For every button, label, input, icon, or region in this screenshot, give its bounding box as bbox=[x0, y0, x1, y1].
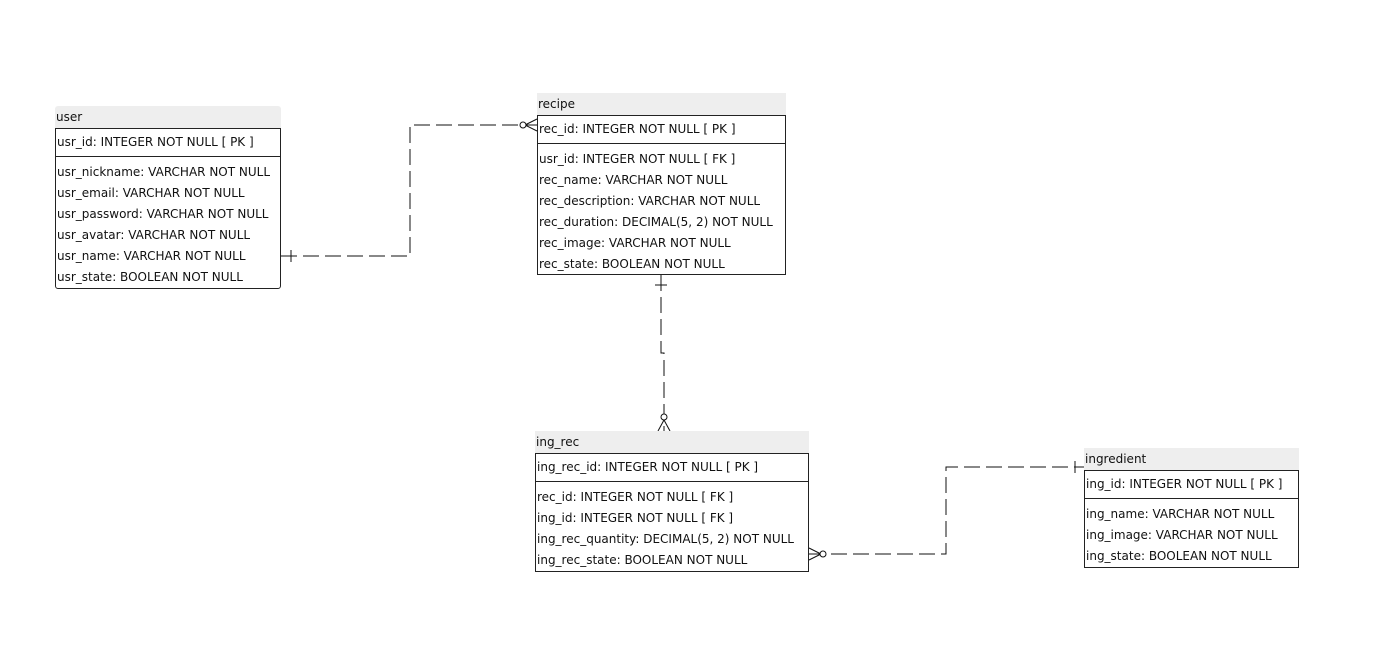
field-row: rec_image: VARCHAR NOT NULL bbox=[539, 236, 731, 250]
field-row: usr_avatar: VARCHAR NOT NULL bbox=[57, 228, 251, 242]
entity-title: recipe bbox=[537, 93, 786, 115]
crows-foot-ingrec-top bbox=[657, 413, 671, 432]
crows-foot-recipe bbox=[519, 118, 538, 132]
relationship-ingrec-ingredient bbox=[809, 466, 1084, 555]
entity-ing-rec[interactable]: ing_rec ing_rec_id: INTEGER NOT NULL [ P… bbox=[535, 431, 809, 572]
entity-body: usr_id: INTEGER NOT NULL [ PK ] usr_nick… bbox=[55, 128, 281, 289]
field-row: usr_name: VARCHAR NOT NULL bbox=[57, 249, 246, 263]
field-row: usr_nickname: VARCHAR NOT NULL bbox=[57, 165, 271, 179]
field-row: rec_id: INTEGER NOT NULL [ FK ] bbox=[537, 490, 734, 504]
primary-key-row: rec_id: INTEGER NOT NULL [ PK ] bbox=[539, 122, 736, 136]
field-row: rec_state: BOOLEAN NOT NULL bbox=[539, 257, 725, 271]
entity-recipe[interactable]: recipe rec_id: INTEGER NOT NULL [ PK ] u… bbox=[537, 93, 786, 275]
field-row: ing_rec_state: BOOLEAN NOT NULL bbox=[537, 553, 748, 567]
primary-key-row: usr_id: INTEGER NOT NULL [ PK ] bbox=[57, 135, 254, 149]
entity-body: rec_id: INTEGER NOT NULL [ PK ] usr_id: … bbox=[537, 115, 786, 275]
field-row: usr_password: VARCHAR NOT NULL bbox=[57, 207, 269, 221]
field-row: ing_state: BOOLEAN NOT NULL bbox=[1086, 549, 1272, 563]
field-row: ing_rec_quantity: DECIMAL(5, 2) NOT NULL bbox=[537, 532, 794, 546]
divider bbox=[538, 143, 785, 149]
field-row: usr_id: INTEGER NOT NULL [ FK ] bbox=[539, 152, 736, 166]
entity-title: ing_rec bbox=[535, 431, 809, 453]
field-row: ing_image: VARCHAR NOT NULL bbox=[1086, 528, 1278, 542]
entity-title: user bbox=[55, 106, 281, 128]
field-row: usr_state: BOOLEAN NOT NULL bbox=[57, 270, 243, 284]
field-row: ing_id: INTEGER NOT NULL [ FK ] bbox=[537, 511, 734, 525]
relationship-recipe-ingrec bbox=[660, 275, 665, 431]
field-row: rec_name: VARCHAR NOT NULL bbox=[539, 173, 728, 187]
entity-body: ing_id: INTEGER NOT NULL [ PK ] ing_name… bbox=[1084, 470, 1299, 568]
field-row: rec_description: VARCHAR NOT NULL bbox=[539, 194, 761, 208]
primary-key-row: ing_rec_id: INTEGER NOT NULL [ PK ] bbox=[537, 460, 759, 474]
entity-ingredient[interactable]: ingredient ing_id: INTEGER NOT NULL [ PK… bbox=[1084, 448, 1299, 568]
entity-body: ing_rec_id: INTEGER NOT NULL [ PK ] rec_… bbox=[535, 453, 809, 572]
divider bbox=[56, 156, 280, 162]
field-row: rec_duration: DECIMAL(5, 2) NOT NULL bbox=[539, 215, 773, 229]
divider bbox=[536, 481, 808, 487]
relationship-user-recipe bbox=[281, 124, 537, 257]
entity-user[interactable]: user usr_id: INTEGER NOT NULL [ PK ] usr… bbox=[55, 106, 281, 289]
divider bbox=[1085, 498, 1298, 504]
primary-key-row: ing_id: INTEGER NOT NULL [ PK ] bbox=[1086, 477, 1283, 491]
entity-title: ingredient bbox=[1084, 448, 1299, 470]
field-row: ing_name: VARCHAR NOT NULL bbox=[1086, 507, 1275, 521]
crows-foot-ingrec-right bbox=[808, 547, 827, 561]
field-row: usr_email: VARCHAR NOT NULL bbox=[57, 186, 245, 200]
